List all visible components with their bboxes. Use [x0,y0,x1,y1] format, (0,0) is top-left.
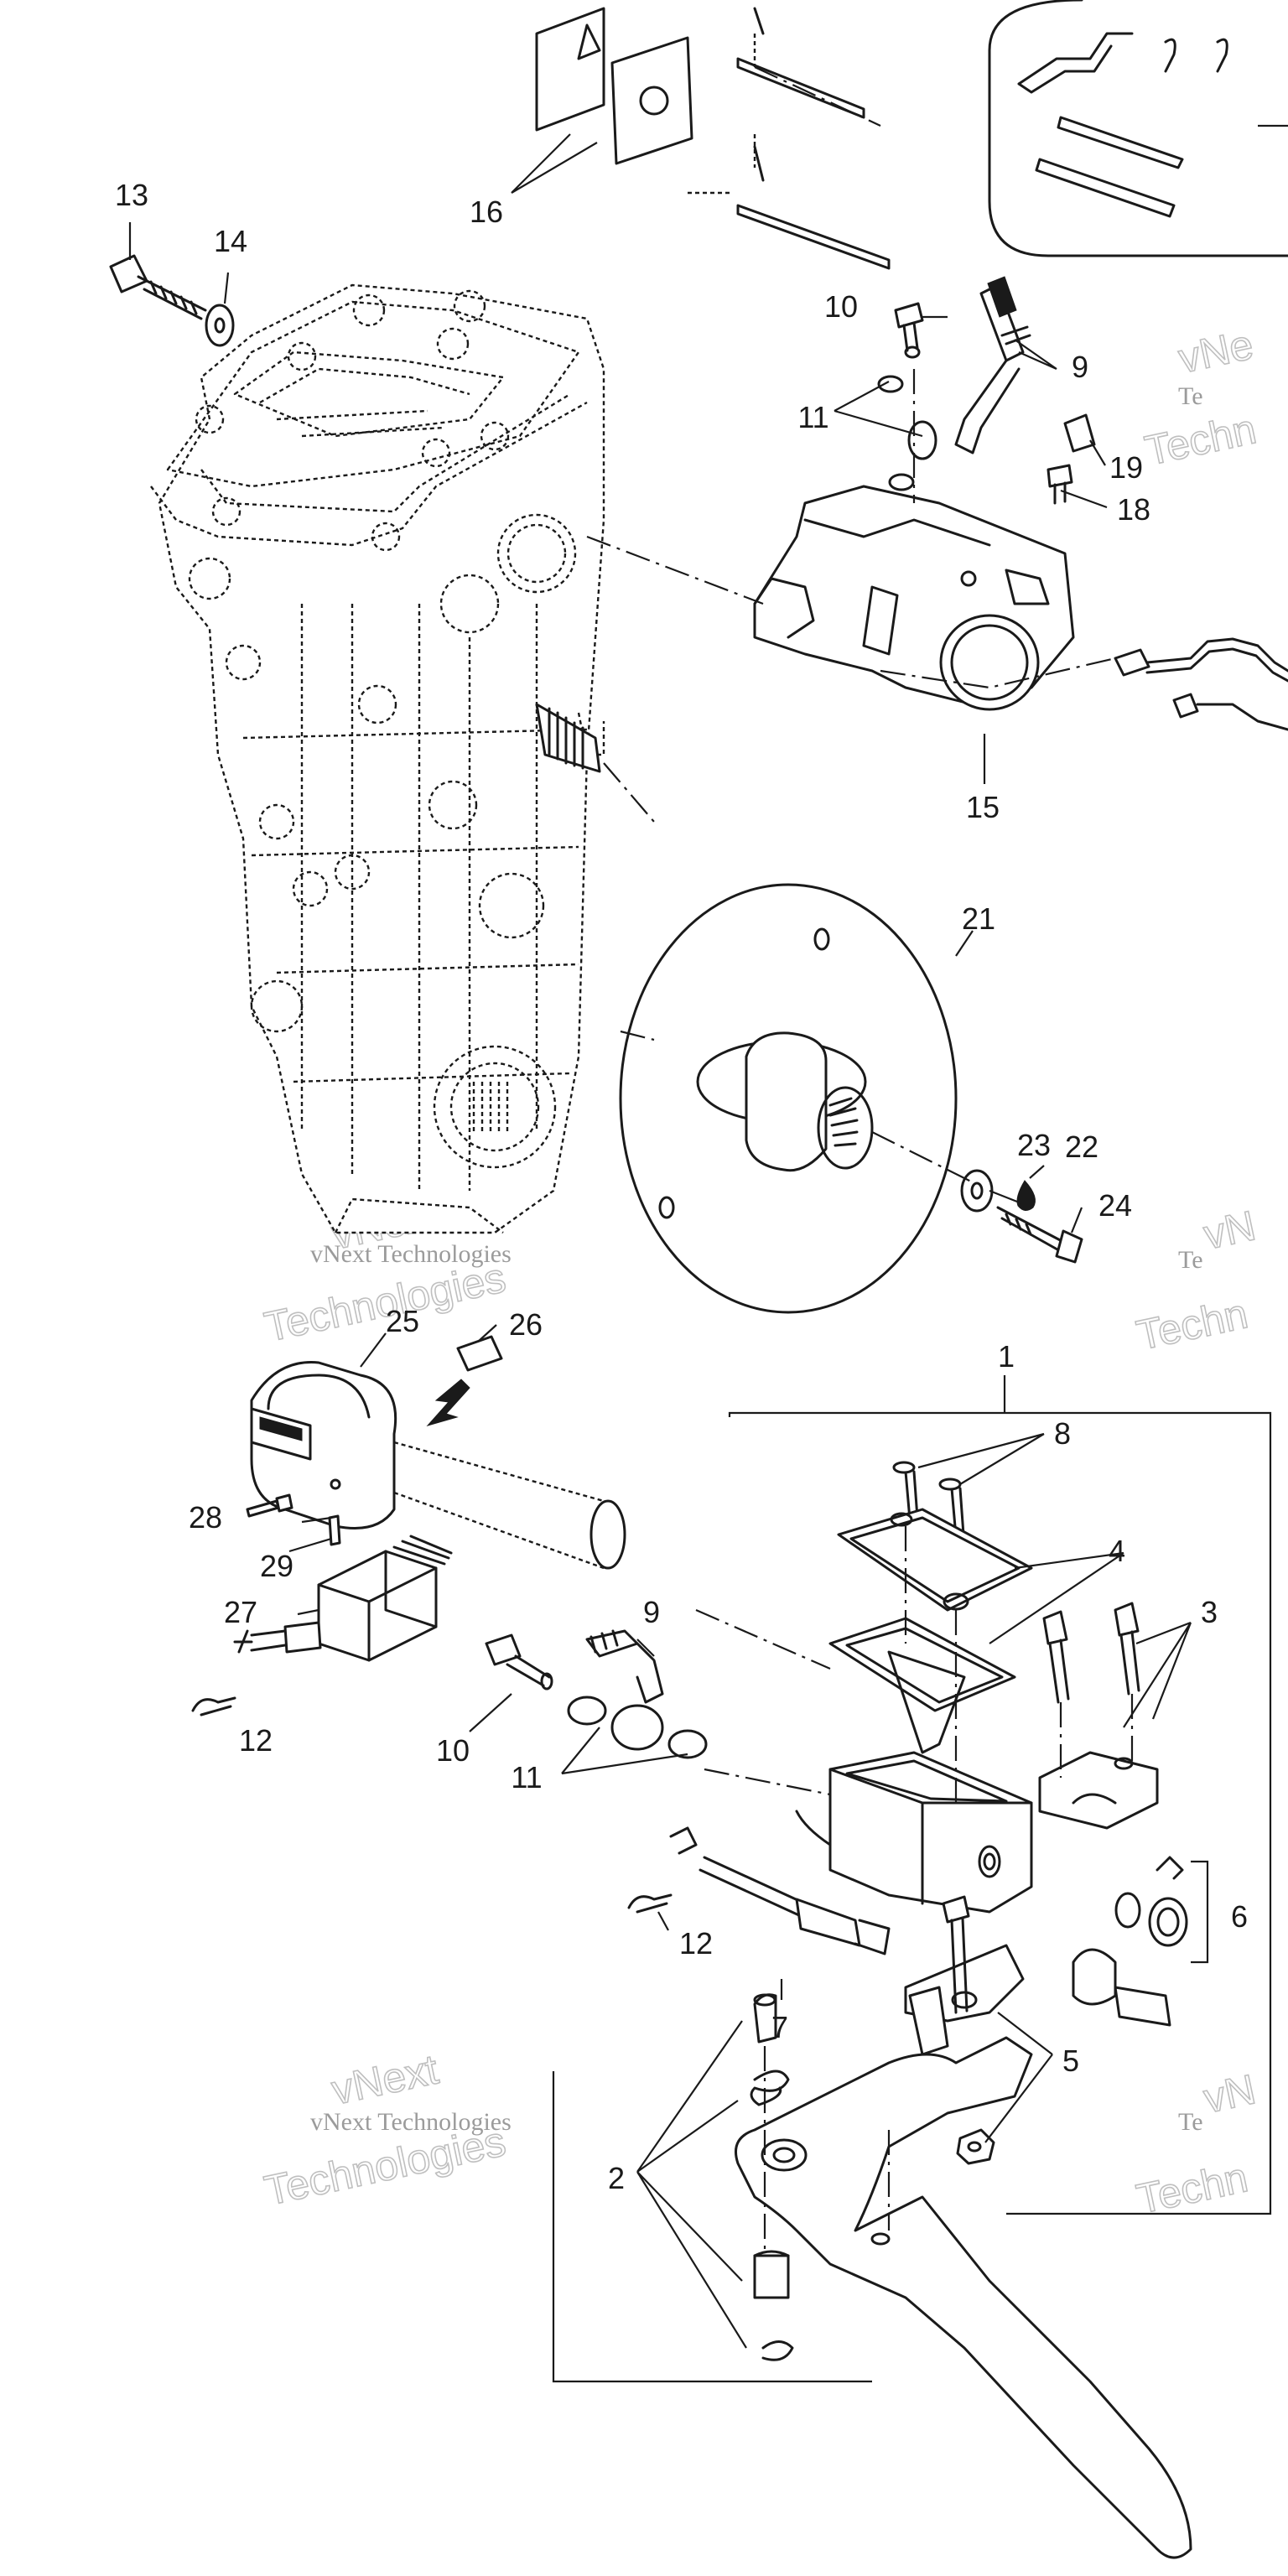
callout-14: 14 [214,224,247,258]
brake-pads [511,7,891,270]
brake-light-switch-27 [233,1535,453,1662]
callout-12-left: 12 [239,1723,273,1758]
callout-27: 27 [224,1595,257,1629]
callout-11-lower: 11 [511,1760,542,1794]
disc-washer-23 [960,1169,994,1213]
callout-10-lower: 10 [436,1733,470,1768]
gearbox-housing [150,283,605,1234]
clip-12-right [627,1893,673,1914]
lever-pivot-2 [750,1993,794,2361]
alignment-lines [586,66,1134,2256]
callout-18: 18 [1117,492,1150,527]
seal-washers-11-top [877,375,937,491]
lever-nut-5 [956,2128,995,2165]
lever-bolt-5 [942,1895,970,2014]
brake-hose-9-lower [585,1629,664,1704]
callout-1: 1 [998,1339,1015,1374]
watermark-text: Te [1178,1246,1203,1274]
bleeder-cap-19 [1063,413,1096,453]
watermark-outline: vNext [328,2045,443,2113]
pin-clip-kit-inset [988,0,1288,257]
label-26 [456,1335,503,1372]
diaphragm-4 [828,1617,1016,1754]
watermark-outline: vN [1200,1202,1259,1258]
callout-13: 13 [115,178,148,212]
master-cylinder-body [795,1751,1033,1914]
callout-28: 28 [189,1500,222,1535]
brake-hose-9-top [954,276,1031,454]
callout-15: 15 [966,790,1000,824]
watermark-text: vNext Technologies [310,2108,512,2136]
arrow-26 [426,1379,470,1426]
watermark-text: vNext Technologies [310,1240,512,1268]
callout-21: 21 [962,901,995,936]
boot-cap-6 [1114,1856,1209,1964]
set-screw-29 [328,1514,341,1546]
brake-disc-21 [619,883,958,1314]
brake-line-right [1114,637,1288,731]
banjo-bolt-10-top [894,302,924,359]
callout-7: 7 [771,2010,788,2044]
callout-22: 22 [1065,1130,1098,1164]
washer-14 [205,304,235,347]
watermark-outline: vN [1200,2065,1259,2122]
leader-lines [128,222,1192,2349]
watermark-text: Te [1178,382,1203,410]
callout-9-top: 9 [1072,350,1088,384]
grease-drop-22 [1016,1180,1036,1211]
handlebar-bolts-3 [1042,1602,1140,1704]
callout-3: 3 [1201,1595,1218,1629]
seal-washers-11-lower [567,1696,708,1759]
callout-4: 4 [1109,1534,1125,1568]
master-cylinder-frame [552,1411,1272,2383]
callout-2: 2 [608,2161,625,2195]
callout-12-right: 12 [679,1926,713,1961]
callout-11-top: 11 [797,400,828,434]
push-rod-7 [669,1826,891,1955]
callout-8: 8 [1054,1416,1071,1451]
watermark-text: Te [1178,2108,1203,2136]
callout-labels: 1 2 3 4 5 6 7 8 9 9 10 10 11 11 12 12 13… [115,178,1248,2195]
callout-6: 6 [1231,1899,1248,1934]
watermark-outline: Techn [1133,1290,1252,1359]
callout-19: 19 [1109,450,1143,485]
callout-29: 29 [260,1549,293,1583]
callout-26: 26 [509,1307,543,1342]
brake-lever [735,1944,1192,2559]
callout-9-lower: 9 [643,1595,660,1629]
clip-12-left [191,1696,236,1716]
watermark-outline: Techn [1141,405,1260,475]
callout-24: 24 [1098,1188,1132,1223]
callout-5: 5 [1062,2044,1079,2078]
brake-caliper-15 [753,485,1075,711]
watermark-outline: Techn [1133,2153,1252,2223]
callout-16: 16 [470,195,503,229]
reservoir-cover-4 [837,1508,1033,1612]
bleeder-18 [1046,464,1073,505]
disc-bolt-24 [996,1206,1083,1264]
callout-10-top: 10 [824,289,858,324]
bushing-right [1072,1948,1171,2027]
switch-housing-25 [250,1361,626,1570]
callout-23: 23 [1017,1128,1051,1162]
banjo-bolt-10-lower [485,1633,553,1690]
watermark-outline: vNe [1175,320,1258,382]
screw-28 [246,1493,293,1518]
mounting-bolt-13 [109,254,207,320]
handlebar-clamp-3 [1038,1751,1159,1830]
reservoir-screws-8 [892,1461,965,1538]
callout-25: 25 [386,1304,419,1338]
